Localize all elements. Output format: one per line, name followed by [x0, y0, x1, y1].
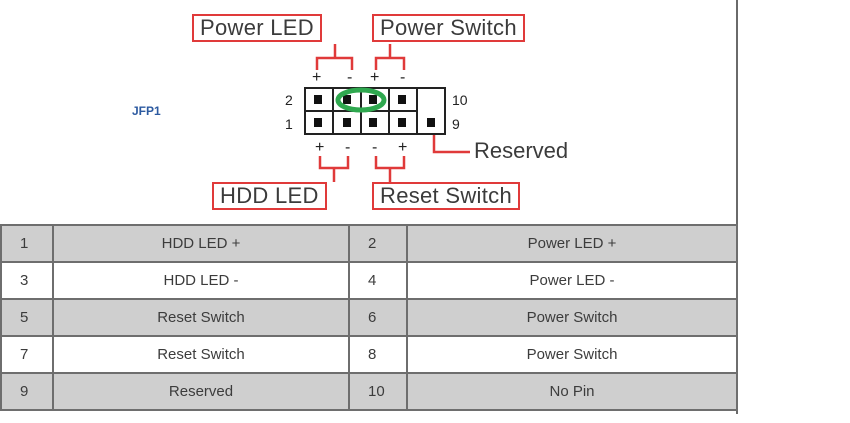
minus-mark: - [400, 69, 405, 86]
pin-cell: 4 [348, 261, 408, 300]
plus-mark: + [312, 69, 321, 86]
plus-mark: + [398, 139, 407, 156]
pin-cell: 1 [0, 224, 54, 263]
pin-1 [314, 118, 322, 127]
pin-number-top-right: 10 [452, 92, 468, 108]
pin-7 [398, 118, 406, 127]
pin-cell: 6 [348, 298, 408, 337]
top-brackets [315, 44, 406, 70]
hdd-led-label: HDD LED [212, 182, 327, 210]
pin-cell: 3 [0, 261, 54, 300]
reserved-pointer [432, 128, 470, 154]
power-led-bracket [315, 44, 354, 70]
minus-mark: - [372, 139, 377, 156]
pin-9 [427, 118, 435, 127]
pin-3 [343, 118, 351, 127]
pin-2 [314, 95, 322, 104]
signal-cell: Power Switch [406, 335, 738, 374]
polarity-marks: + - + - + - - + [312, 69, 407, 156]
signal-cell: Power LED + [406, 224, 738, 263]
pin-5 [369, 118, 377, 127]
signal-cell: Reserved [52, 372, 350, 411]
pins [314, 95, 435, 127]
table-row: 5 Reset Switch 6 Power Switch [0, 298, 738, 337]
signal-cell: Reset Switch [52, 335, 350, 374]
highlight-oval [335, 87, 387, 113]
pin-cell: 9 [0, 372, 54, 411]
pin-header [304, 87, 446, 135]
pin-4 [343, 95, 351, 104]
signal-cell: HDD LED + [52, 224, 350, 263]
table-row: 9 Reserved 10 No Pin [0, 372, 738, 411]
connector-diagram: + - + - + - - + [304, 44, 470, 182]
reset-switch-bracket [374, 156, 406, 182]
pin-cell: 2 [348, 224, 408, 263]
reserved-label: Reserved [474, 138, 569, 163]
hdd-led-bracket [318, 156, 350, 182]
reset-switch-label: Reset Switch [372, 182, 520, 210]
signal-cell: HDD LED - [52, 261, 350, 300]
connector-name: JFP1 [132, 104, 161, 118]
table-row: 7 Reset Switch 8 Power Switch [0, 335, 738, 374]
pin-cell: 7 [0, 335, 54, 374]
pin-6 [369, 95, 377, 104]
plus-mark: + [315, 139, 324, 156]
power-led-label: Power LED [192, 14, 322, 42]
signal-cell: Power LED - [406, 261, 738, 300]
signal-cell: No Pin [406, 372, 738, 411]
pin-assignment-table: 1 HDD LED + 2 Power LED + 3 HDD LED - 4 … [0, 224, 738, 411]
power-switch-bracket [374, 44, 406, 70]
pin-cell: 8 [348, 335, 408, 374]
pin-number-top-left: 2 [285, 92, 293, 108]
pin-cell: 5 [0, 298, 54, 337]
table-row: 1 HDD LED + 2 Power LED + [0, 224, 738, 263]
minus-mark: - [345, 139, 350, 156]
minus-mark: - [347, 69, 352, 86]
pin-number-bottom-left: 1 [285, 116, 293, 132]
pin-number-bottom-right: 9 [452, 116, 460, 132]
bottom-brackets [318, 128, 470, 182]
pin-8 [398, 95, 406, 104]
signal-cell: Power Switch [406, 298, 738, 337]
table-row: 3 HDD LED - 4 Power LED - [0, 261, 738, 300]
diagram-frame: + - + - + - - + [0, 0, 738, 414]
plus-mark: + [370, 69, 379, 86]
power-switch-label: Power Switch [372, 14, 525, 42]
signal-cell: Reset Switch [52, 298, 350, 337]
pin-cell: 10 [348, 372, 408, 411]
